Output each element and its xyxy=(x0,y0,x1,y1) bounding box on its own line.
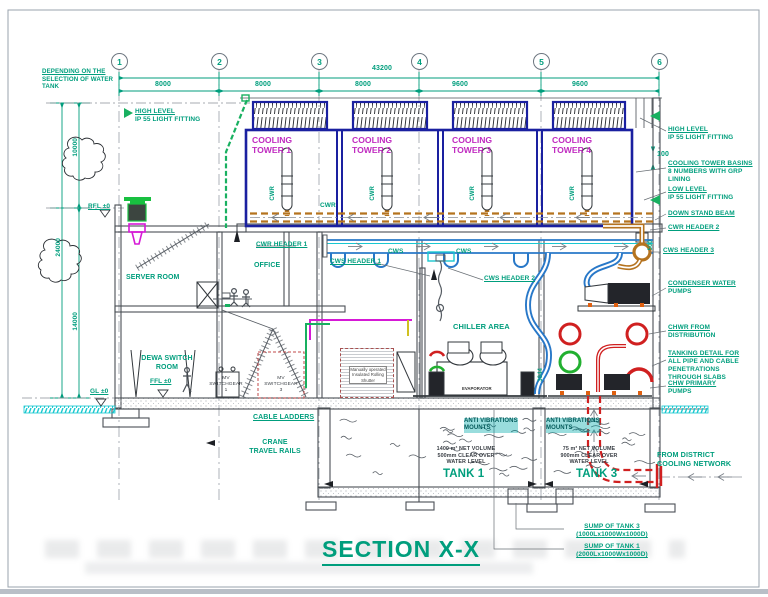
grid-bubble-2: 2 xyxy=(211,53,228,70)
grid-bubble-3: 3 xyxy=(311,53,328,70)
dim-span-2: 8000 xyxy=(255,81,271,88)
leaders xyxy=(95,108,667,550)
sump-tank1-label: SUMP OF TANK 1 (2000Lx1000Wx1000D) xyxy=(576,543,648,558)
tower-3-cwr: CWR xyxy=(470,186,476,201)
right-chw-primary: CHW PRIMARY PUMPS xyxy=(668,380,717,395)
tower-4-cwr: CWR xyxy=(570,186,576,201)
rolling-shutter: Manually operated Insulated Rolling Shut… xyxy=(340,348,394,398)
scan-watermark xyxy=(45,532,685,580)
cwr-header-band xyxy=(250,212,654,223)
right-cws-header-3: CWS HEADER 3 xyxy=(663,247,715,254)
tank3-note: 75 m³ NET VOLUME 900mm CLEAR OVER WATER … xyxy=(560,446,618,466)
anti-vibration-1: ANTI VIBRATIONS MOUNTS xyxy=(464,418,518,433)
mv-switchgear-1-label: MV SWITCHGEAR 1 xyxy=(209,376,243,393)
rolling-shutter-label: Manually operated Insulated Rolling Shut… xyxy=(349,366,387,385)
right-cwr-header-2: CWR HEADER 2 xyxy=(668,224,720,231)
dim-100: 100 xyxy=(657,151,669,158)
cws-label-b: CWS xyxy=(456,248,472,255)
room-office: OFFICE xyxy=(254,262,281,269)
drawing-title: SECTION X-X xyxy=(322,536,480,566)
cwr-header-2-pipe xyxy=(603,223,652,271)
dim-500: 500 xyxy=(648,240,654,251)
right-condenser-pumps: CONDENSER WATER PUMPS xyxy=(668,280,736,295)
grid-bubble-5: 5 xyxy=(533,53,550,70)
tower-2-label: COOLING TOWER 2 xyxy=(352,135,393,155)
tower-1-cwr: CWR xyxy=(270,186,276,201)
tank1-note: 1400 m³ NET VOLUME 500mm CLEAR OVER WATE… xyxy=(436,446,496,466)
dim-24000: 24000 xyxy=(55,238,62,257)
right-basins: COOLING TOWER BASINS 8 NUMBERS WITH GRP … xyxy=(668,160,753,183)
sump-tank3-label: SUMP OF TANK 3 (1000Lx1000Wx1000D) xyxy=(576,523,648,538)
dim-span-3: 8000 xyxy=(355,81,371,88)
tower-risers xyxy=(281,147,593,216)
tank3-name: TANK 3 xyxy=(576,468,618,480)
cws-label-a: CWS xyxy=(388,248,404,255)
tank1-name: TANK 1 xyxy=(443,468,485,480)
mv-switchgear-3-label: MV SWITCHGEAR 3 xyxy=(264,376,298,393)
dim-total: 43200 xyxy=(372,65,392,72)
dim-span-5: 9600 xyxy=(572,81,588,88)
tower-1-label: COOLING TOWER 1 xyxy=(252,135,293,155)
anti-vibration-2: ANTI VIBRATIONS MOUNTS xyxy=(546,418,600,433)
office-pipes xyxy=(305,319,412,388)
evaporator-label: EVAPORATOR xyxy=(462,386,492,391)
room-dewa: DEWA SWITCH ROOM xyxy=(141,355,193,371)
dim-span-4: 9600 xyxy=(452,81,468,88)
cooling-tower-block xyxy=(244,100,634,228)
stairs xyxy=(135,221,310,399)
dim-14000: 14000 xyxy=(72,312,79,331)
right-high-level: HIGH LEVEL IP 55 LIGHT FITTING xyxy=(668,126,734,141)
revision-clouds xyxy=(37,136,106,283)
tower-4-label: COOLING TOWER 4 xyxy=(552,135,593,155)
level-gl: GL ±0 xyxy=(90,388,109,395)
level-lines xyxy=(22,102,745,478)
room-chiller: CHILLER AREA xyxy=(453,322,510,331)
flow-arrows xyxy=(271,213,732,481)
level-ffl: FFL ±0 xyxy=(150,378,172,385)
level-rfl: RFL ±0 xyxy=(88,203,111,210)
right-from-district: FROM DISTRICT COOLING NETWORK xyxy=(657,450,732,468)
sheet-border xyxy=(0,9,768,594)
tower-2-cwr: CWR xyxy=(370,186,376,201)
condenser-pump xyxy=(577,283,656,312)
caged-ladder xyxy=(224,94,250,228)
right-down-stand-beam: DOWN STAND BEAM xyxy=(668,210,735,217)
chiller xyxy=(413,341,547,397)
grid-bubble-1: 1 xyxy=(111,53,128,70)
chw-pipes xyxy=(548,322,663,488)
cws-header-1-label: CWS HEADER 1 xyxy=(330,258,382,265)
cws-header-band xyxy=(322,234,653,268)
right-low-level: LOW LEVEL IP 55 LIGHT FITTING xyxy=(668,186,734,201)
grid-bubble-6: 6 xyxy=(651,53,668,70)
tower-fans xyxy=(251,100,627,131)
left-high-level: HIGH LEVEL IP 55 LIGHT FITTING xyxy=(135,108,201,123)
people xyxy=(182,288,251,393)
note-water-tank: DEPENDING ON THE SELECTION OF WATER TANK xyxy=(42,68,114,91)
crane-hoist xyxy=(124,197,151,245)
cwr-header-1-label: CWR HEADER 1 xyxy=(256,241,308,248)
mv-switchgear xyxy=(130,281,416,399)
right-chwr: CHWR FROM DISTRIBUTION xyxy=(668,324,716,339)
tank-water xyxy=(339,417,656,477)
dim-3044: 3044 xyxy=(538,368,544,382)
crane-travel-rails-label: CRANE TRAVEL RAILS xyxy=(249,439,301,455)
dim-span-1: 8000 xyxy=(155,81,171,88)
chain-hoist xyxy=(435,254,446,322)
grid-bubble-4: 4 xyxy=(411,53,428,70)
right-tanking-detail: TANKING DETAIL FOR ALL PIPE AND CABLE PE… xyxy=(668,350,740,381)
ground-water-marks xyxy=(23,405,709,414)
cws-header-2-label: CWS HEADER 2 xyxy=(484,275,536,282)
dim-10000: 10000 xyxy=(72,138,79,157)
tower-3-label: COOLING TOWER 3 xyxy=(452,135,493,155)
room-server: SERVER ROOM xyxy=(126,274,180,281)
cable-ladders-label: CABLE LADDERS xyxy=(253,414,315,421)
cwr-run-label: CWR xyxy=(320,202,336,209)
